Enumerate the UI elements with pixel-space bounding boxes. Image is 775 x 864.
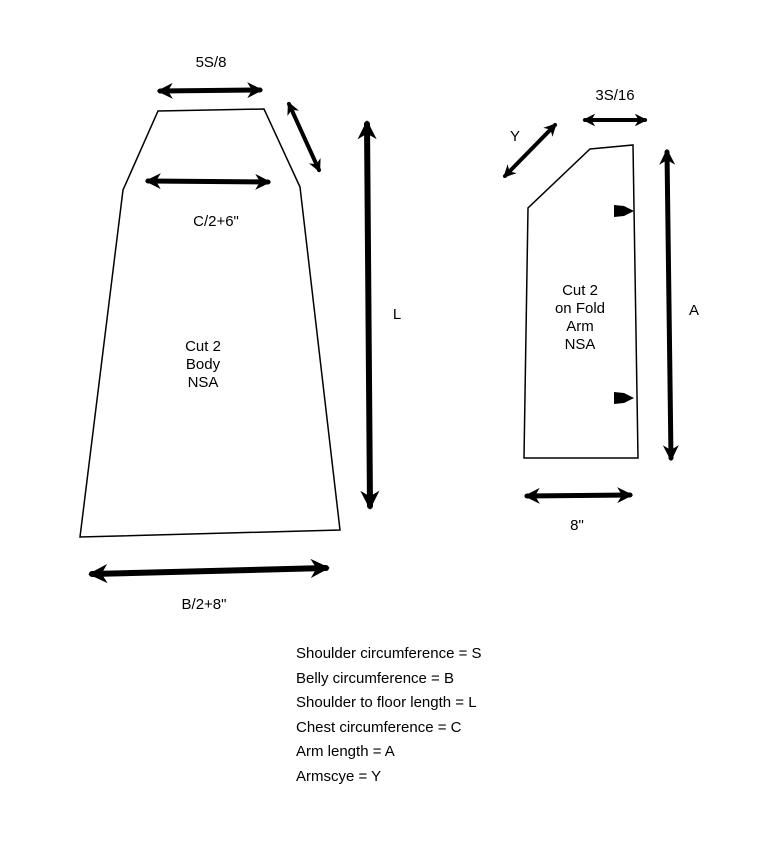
arm-top-width-label: 3S/16 <box>595 87 634 104</box>
fold-mark-top <box>614 205 634 217</box>
fold-mark-bottom <box>614 392 634 404</box>
legend-item: Armscye = Y <box>296 767 382 785</box>
arm-length-label: A <box>689 302 699 319</box>
arm-piece-instructions: Cut 2 on Fold Arm NSA <box>555 282 605 353</box>
body-length-label: L <box>393 306 401 323</box>
body-piece-line: Cut 2 <box>185 338 221 355</box>
arm-armscye-arrow <box>503 123 557 178</box>
body-piece-line: NSA <box>188 374 219 391</box>
legend-item: Shoulder to floor length = L <box>296 694 477 712</box>
body-length-arrow <box>357 120 380 510</box>
arm-piece-line: Arm <box>566 318 594 335</box>
measurement-legend: Shoulder circumference = S Belly circumf… <box>296 642 482 790</box>
body-chest-width-arrow <box>144 173 272 190</box>
body-shoulder-slope-arrow <box>287 101 321 173</box>
body-bottom-width-arrow <box>88 558 330 584</box>
legend-item: Shoulder circumference = S <box>296 645 482 662</box>
legend-item: Chest circumference = C <box>296 718 462 736</box>
body-top-width-arrow <box>156 82 264 99</box>
body-piece-line: Body <box>186 356 221 373</box>
arm-pattern-outline <box>523 144 639 459</box>
legend-item: Arm length = A <box>296 743 395 761</box>
arm-bottom-width-label: 8" <box>570 517 584 534</box>
body-bottom-width-label: B/2+8" <box>182 596 227 613</box>
arm-piece-line: NSA <box>565 336 596 353</box>
arm-piece-line: Cut 2 <box>562 282 598 299</box>
arm-armscye-label: Y <box>510 128 520 145</box>
legend-item: Belly circumference = B <box>296 669 454 687</box>
body-top-width-label: 5S/8 <box>196 54 227 71</box>
body-pattern-outline <box>79 108 341 538</box>
arm-piece-line: on Fold <box>555 300 605 317</box>
arm-bottom-width-arrow <box>523 487 634 504</box>
body-piece-instructions: Cut 2 Body NSA <box>185 338 221 391</box>
body-chest-width-label: C/2+6" <box>193 213 239 230</box>
arm-length-arrow <box>659 148 679 462</box>
